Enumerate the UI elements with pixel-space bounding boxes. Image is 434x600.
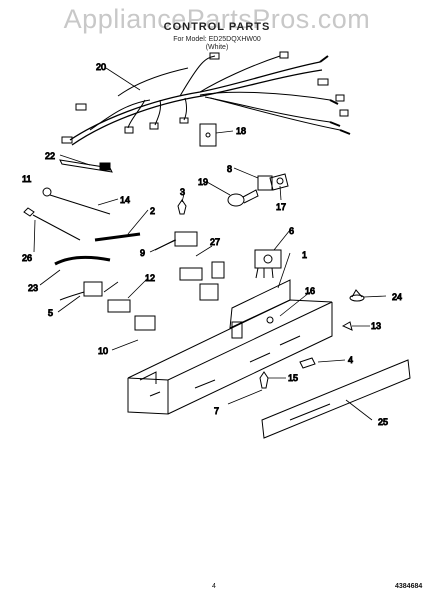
callout-11: 11 — [22, 174, 31, 184]
part-16 — [266, 316, 274, 324]
callout-23: 23 — [28, 283, 38, 293]
callout-14: 14 — [120, 195, 130, 205]
screw-15 — [259, 371, 269, 389]
callout-27: 27 — [210, 237, 220, 247]
part-24 — [349, 294, 365, 302]
part-5 — [83, 281, 103, 297]
callout-5: 5 — [48, 308, 53, 318]
part-17 — [269, 173, 289, 191]
leader-lines — [33, 67, 387, 421]
thermostat-6 — [254, 249, 282, 269]
screw-3 — [177, 199, 187, 215]
callout-25: 25 — [378, 417, 388, 427]
callout-7: 7 — [214, 406, 219, 416]
part-18 — [199, 123, 217, 147]
callout-3: 3 — [180, 187, 185, 197]
label-10 — [134, 315, 156, 331]
watermark: AppliancePartsPros.com — [63, 4, 371, 34]
switch-9 — [174, 231, 198, 247]
part-22 — [59, 159, 113, 173]
callout-10: 10 — [98, 346, 108, 356]
part-4 — [299, 357, 316, 369]
callout-16: 16 — [305, 286, 315, 296]
color-line: (White) — [205, 44, 229, 51]
callout-24: 24 — [392, 292, 402, 302]
callout-26: 26 — [22, 253, 32, 263]
document-number: 4384684 — [395, 583, 423, 590]
callout-15: 15 — [288, 373, 298, 383]
callout-labels: 1 2 3 4 5 6 7 8 9 10 11 12 13 14 15 16 1… — [22, 62, 403, 428]
callout-8: 8 — [227, 164, 232, 174]
callout-19: 19 — [198, 177, 208, 187]
callout-9: 9 — [140, 248, 145, 258]
control-housing-1 — [127, 279, 333, 415]
part-27 — [211, 261, 225, 279]
callout-18: 18 — [236, 126, 246, 136]
part-11 — [42, 187, 52, 197]
page-number: 4 — [212, 583, 216, 590]
callout-4: 4 — [348, 355, 353, 365]
callout-22: 22 — [45, 151, 55, 161]
lamp-19 — [227, 193, 245, 207]
callout-12: 12 — [145, 273, 155, 283]
diagram-title: CONTROL PARTS — [163, 21, 271, 33]
screw-13 — [341, 321, 353, 331]
part-12 — [107, 299, 131, 313]
wire-harness-20 — [61, 51, 351, 146]
part-8 — [257, 175, 273, 191]
callout-13: 13 — [371, 321, 381, 331]
callout-20: 20 — [96, 62, 106, 72]
callout-6: 6 — [289, 226, 294, 236]
callout-2: 2 — [150, 206, 155, 216]
callout-1: 1 — [302, 250, 307, 260]
callout-17: 17 — [276, 202, 286, 212]
panel-25 — [261, 359, 411, 439]
model-line: For Model: ED25DQXHW00 — [173, 36, 261, 43]
